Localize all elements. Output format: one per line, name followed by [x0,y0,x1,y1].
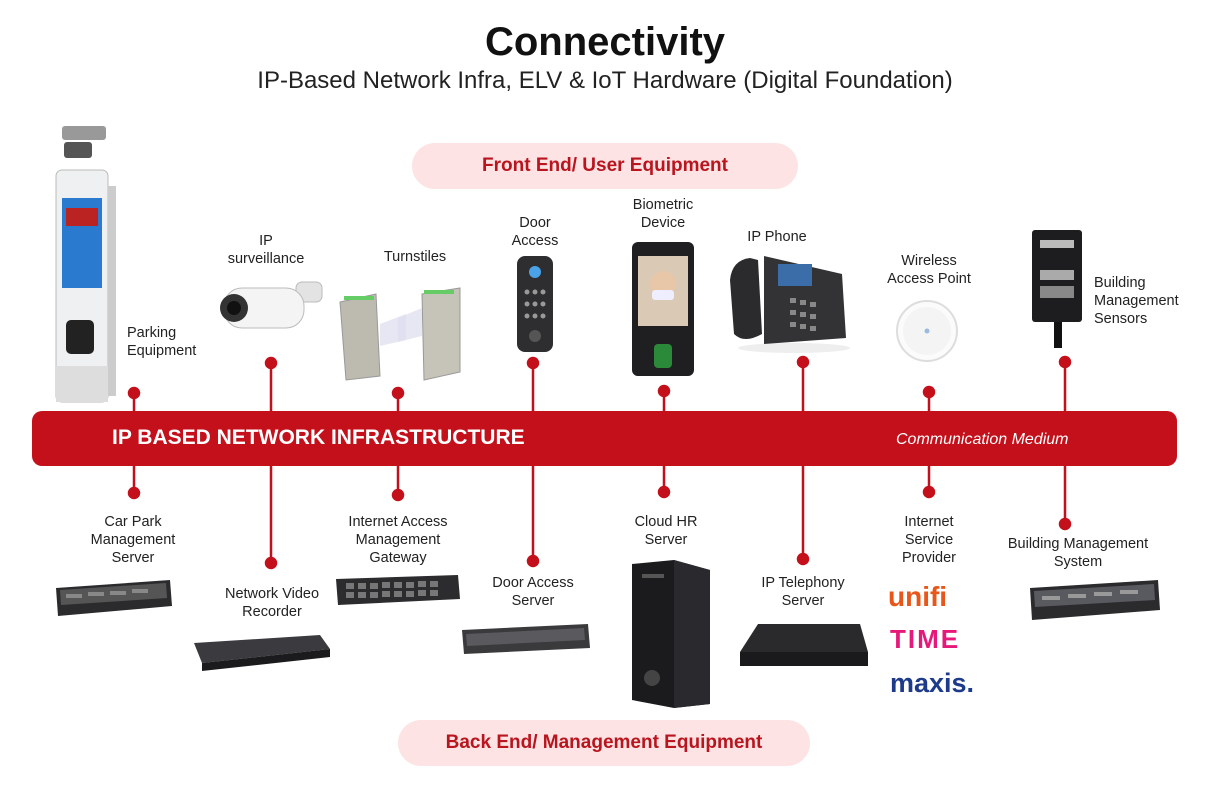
isp-connector-dot [922,485,936,499]
gateway-connector-dot [391,488,405,502]
time-logo: TIME [890,624,961,654]
network-infrastructure-label: IP BASED NETWORK INFRASTRUCTURE [112,426,525,449]
carpark-connector-dot [127,486,141,500]
biometric-connector-dot [657,384,671,398]
unifi-logo: unifi [888,581,948,612]
back-end-pill: Back End/ Management Equipment [398,720,810,766]
ip-telephony-server-icon [740,624,868,666]
cloud-hr-server-label: Cloud HR Server [634,514,698,548]
parking-equipment-label: Parking Equipment [127,325,197,359]
phone-connector-dot [796,355,810,369]
bms-server-icon [1030,580,1160,620]
wireless-access-point-icon [896,300,958,362]
ip-camera-icon [220,281,323,329]
turnstiles-connector-dot [391,386,405,400]
ip-phone-label: IP Phone [747,229,807,245]
wireless-access-point-label: Wireless Access Point [887,253,971,287]
maxis-logo: maxis. [890,668,975,698]
network-infrastructure-band [32,411,1177,466]
front-end-pill: Front End/ User Equipment [412,143,798,189]
ip-phone-icon [730,256,850,353]
nvr-connector-dot [264,556,278,570]
turnstiles-label: Turnstiles [383,249,447,265]
page-subtitle: IP-Based Network Infra, ELV & IoT Hardwa… [257,67,953,94]
nvr-icon [194,635,330,671]
telephony-connector-dot [796,552,810,566]
door-connector-dot [526,356,540,370]
cloud-hr-tower-icon [632,560,710,708]
doorserver-connector-dot [526,554,540,568]
internet-gateway-label: Internet Access Management Gateway [348,514,448,566]
wap-connector-dot [922,385,936,399]
door-access-server-label: Door Access Server [492,575,574,609]
door-access-icon [517,256,553,352]
bmsys-connector-dot [1058,517,1072,531]
car-park-server-label: Car Park Management Server [90,514,176,566]
ip-surveillance-label: IP surveillance [227,233,305,267]
door-access-label: Door Access [511,215,559,249]
gateway-switch-icon [336,575,460,605]
parking-kiosk-icon [55,126,116,403]
turnstiles-icon [339,287,461,381]
ip-telephony-server-label: IP Telephony Server [761,575,845,609]
network-video-recorder-label: Network Video Recorder [224,586,320,620]
surveillance-connector-dot [264,356,278,370]
biometric-device-icon [632,242,694,376]
car-park-server-icon [56,580,172,616]
building-management-sensors-label: Building Management Sensors [1094,275,1179,327]
bms-connector-dot [1058,355,1072,369]
isp-label: Internet Service Provider [902,514,956,566]
communication-medium-label: Communication Medium [896,431,1069,448]
parking-connector-dot [127,386,141,400]
biometric-device-label: Biometric Device [632,197,694,231]
building-sensor-icon [1032,230,1082,348]
building-management-system-label: Building Management System [1007,536,1149,570]
page-title: Connectivity [484,20,726,64]
door-access-server-icon [462,624,590,654]
hr-connector-dot [657,485,671,499]
